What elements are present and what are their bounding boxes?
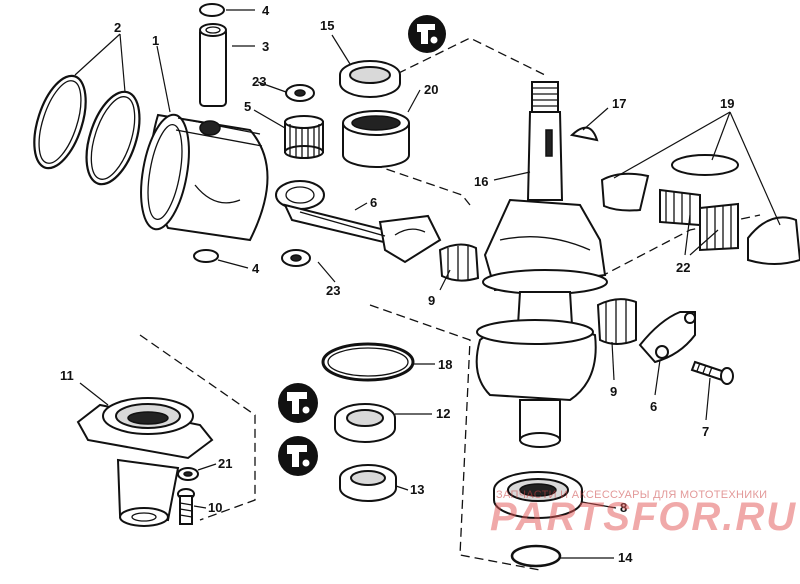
housing-washer	[177, 467, 199, 481]
thrust-washer-top	[285, 84, 315, 102]
callout-16: 16	[474, 174, 488, 189]
lower-bearing-housing	[76, 397, 214, 527]
connecting-rod	[275, 180, 442, 264]
upper-crankshaft-seal	[339, 60, 401, 98]
lower-retaining-ring	[510, 544, 562, 568]
callout-4-bottom: 4	[252, 261, 260, 276]
upper-roller-bearing	[342, 110, 410, 168]
callout-14: 14	[618, 550, 633, 565]
sealant-tube-icon	[408, 15, 446, 53]
callout-1: 1	[152, 33, 159, 48]
callout-22: 22	[676, 260, 690, 275]
crankpin-bearing-lower	[596, 298, 637, 345]
watermark-tagline: ЗАПЧАСТИ И АКСЕССУАРЫ ДЛЯ МОТОТЕХНИКИ	[496, 489, 767, 501]
callout-7: 7	[702, 424, 709, 439]
callout-12: 12	[436, 406, 450, 421]
callout-5: 5	[244, 99, 251, 114]
center-main-seal	[334, 403, 396, 443]
outer-race-half-right	[747, 216, 800, 265]
piston	[140, 113, 269, 242]
crankshaft	[475, 81, 608, 448]
callout-3: 3	[262, 39, 269, 54]
piston-rings	[33, 74, 141, 186]
woodruff-key	[569, 126, 599, 142]
callout-4-top: 4	[262, 3, 270, 18]
piston-pin-retainer-top	[199, 3, 225, 17]
callout-23-top: 23	[252, 74, 266, 89]
piston-pin	[199, 23, 227, 107]
watermark: ЗАПЧАСТИ И АКСЕССУАРЫ ДЛЯ МОТОТЕХНИКИ PA…	[490, 489, 797, 539]
callout-11: 11	[60, 368, 74, 383]
needle-bearing-cage-upper	[659, 188, 701, 227]
piston-pin-retainer-bottom	[193, 249, 219, 263]
callout-17: 17	[612, 96, 626, 111]
callout-18: 18	[438, 357, 452, 372]
sealant-tube-icon	[278, 383, 318, 423]
needle-bearing-cage-lower	[699, 202, 739, 252]
wrist-pin-needle-bearing	[284, 115, 324, 159]
callout-9-lower: 9	[610, 384, 617, 399]
o-ring	[321, 342, 415, 382]
callout-leader-lines	[74, 9, 781, 559]
lower-ball-bearing	[493, 471, 583, 519]
callout-2: 2	[114, 20, 121, 35]
lower-crankshaft-seal	[339, 464, 397, 502]
callout-20: 20	[424, 82, 438, 97]
callout-23-bottom: 23	[326, 283, 340, 298]
connecting-rod-cap	[638, 311, 696, 364]
callout-21: 21	[218, 456, 232, 471]
callout-6-rod: 6	[370, 195, 377, 210]
callout-6-cap: 6	[650, 399, 657, 414]
crankpin-bearing-upper	[438, 243, 480, 282]
sealant-tube-icon	[278, 436, 318, 476]
assembly-guide-lines	[139, 37, 761, 571]
callout-13: 13	[410, 482, 424, 497]
callout-8: 8	[620, 500, 627, 515]
rod-cap-screw	[690, 360, 734, 385]
callout-9-upper: 9	[428, 293, 435, 308]
callout-19: 19	[720, 96, 734, 111]
callout-labels: 1 2 3 4 4 5 6 6 7 8 9 9 10 11 12 13 14 1…	[60, 3, 734, 565]
outer-race-half-left	[600, 172, 650, 212]
thrust-washer-bottom	[281, 249, 311, 267]
housing-screw	[177, 488, 195, 525]
callout-15: 15	[320, 18, 334, 33]
bearing-retaining-ring	[671, 154, 739, 176]
watermark-brand: PARTSFOR.RU	[490, 495, 797, 539]
callout-10: 10	[208, 500, 222, 515]
